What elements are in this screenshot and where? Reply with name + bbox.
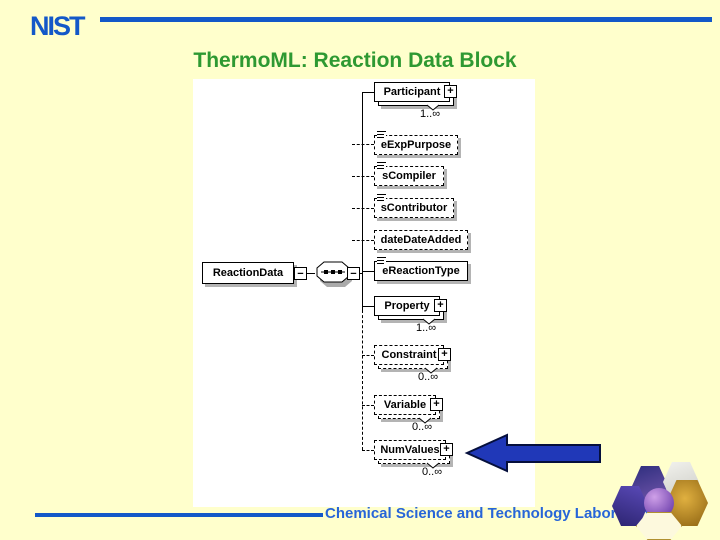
chevron-down-icon <box>426 462 440 469</box>
header-rule <box>100 17 712 22</box>
collapse-icon[interactable]: − <box>347 267 360 280</box>
text-content-icon <box>377 257 386 265</box>
schema-node-label: NumValues <box>374 440 446 460</box>
expand-icon[interactable]: + <box>434 299 447 312</box>
schema-node-label: ReactionData <box>202 262 294 284</box>
connector <box>362 306 374 307</box>
occurrence-label: 0..∞ <box>412 421 433 433</box>
molecule-collage <box>608 458 720 540</box>
occurrence-label: 1..∞ <box>420 108 441 120</box>
footer-rule <box>35 513 323 517</box>
expand-icon[interactable]: + <box>438 348 451 361</box>
molecule-hex-icon <box>636 512 682 540</box>
occurrence-label: 0..∞ <box>422 466 443 478</box>
footer-text: Chemical Science and Technology Laborato… <box>325 505 654 522</box>
expand-icon[interactable]: + <box>430 398 443 411</box>
schema-node-label: Property <box>374 296 440 316</box>
schema-node-label: eExpPurpose <box>374 135 458 155</box>
schema-node-label: eReactionType <box>374 261 468 281</box>
tree-rail-solid <box>362 92 363 310</box>
connector <box>362 405 374 406</box>
connector <box>362 450 374 451</box>
schema-node-label: dateDateAdded <box>374 230 468 250</box>
connector <box>352 208 374 209</box>
text-content-icon <box>377 131 386 139</box>
chevron-down-icon <box>422 318 436 325</box>
collapse-icon[interactable]: − <box>294 267 307 280</box>
sequence-compositor-icon <box>316 261 352 287</box>
text-content-icon <box>377 194 386 202</box>
schema-node-label: sContributor <box>374 198 454 218</box>
connector <box>362 271 374 272</box>
expand-icon[interactable]: + <box>444 85 457 98</box>
connector <box>362 355 374 356</box>
nist-logo-text: NIST <box>30 11 86 41</box>
connector <box>352 240 374 241</box>
text-content-icon <box>377 162 386 170</box>
tree-rail-dashed <box>362 310 363 450</box>
chevron-down-icon <box>424 367 438 374</box>
chevron-down-icon <box>418 417 432 424</box>
occurrence-label: 1..∞ <box>416 322 437 334</box>
connector <box>352 176 374 177</box>
diagram-canvas <box>193 79 535 507</box>
connector <box>352 144 374 145</box>
connector <box>362 92 374 93</box>
nist-logo: NIST <box>30 11 88 41</box>
annotation-arrow-left <box>464 433 601 473</box>
chevron-down-icon <box>426 104 440 111</box>
connector <box>360 273 363 274</box>
connector <box>307 273 315 274</box>
schema-node-label: Constraint <box>374 345 444 365</box>
schema-node-label: sCompiler <box>374 166 444 186</box>
occurrence-label: 0..∞ <box>418 371 439 383</box>
expand-icon[interactable]: + <box>440 443 453 456</box>
schema-node-label: Participant <box>374 82 450 102</box>
schema-node-label: Variable <box>374 395 436 415</box>
page-title: ThermoML: Reaction Data Block <box>193 49 517 72</box>
